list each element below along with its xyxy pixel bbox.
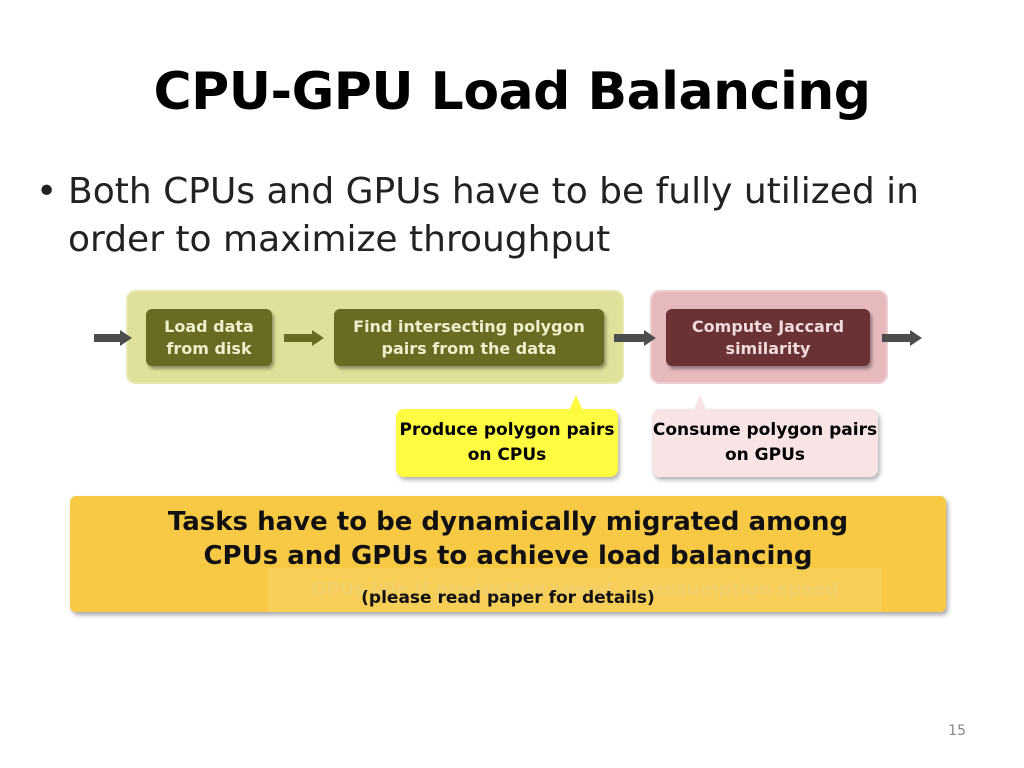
bullet-text: Both CPUs and GPUs have to be fully util…	[68, 171, 919, 260]
produce-callout-pointer	[570, 395, 582, 409]
output-arrow-icon	[882, 330, 922, 346]
page-number: 15	[948, 723, 966, 739]
slide-title: CPU-GPU Load Balancing	[153, 62, 871, 122]
step-find-intersecting-pairs: Find intersecting polygon pairs from the…	[334, 309, 604, 366]
arrow-load-to-find-icon	[284, 330, 324, 346]
input-arrow-icon	[94, 330, 132, 346]
consume-callout: Consume polygon pairs on GPUs	[652, 409, 878, 477]
bullet-marker: •	[36, 171, 58, 212]
banner-note: (please read paper for details)	[361, 588, 655, 608]
faded-overlay-text: GPUs idle if production speed < consumpt…	[268, 568, 882, 612]
banner-line-2: CPUs and GPUs to achieve load balancing	[203, 541, 813, 571]
banner-main-text: Tasks have to be dynamically migrated am…	[70, 505, 946, 573]
produce-callout: Produce polygon pairs on CPUs	[396, 409, 618, 477]
arrow-cpu-to-gpu-icon	[614, 330, 656, 346]
step-load-data: Load data from disk	[146, 309, 272, 366]
banner-line-1: Tasks have to be dynamically migrated am…	[167, 507, 849, 537]
consume-callout-pointer	[694, 395, 706, 409]
bullet-list: • Both CPUs and GPUs have to be fully ut…	[36, 168, 996, 264]
step-compute-jaccard: Compute Jaccard similarity	[666, 309, 870, 366]
